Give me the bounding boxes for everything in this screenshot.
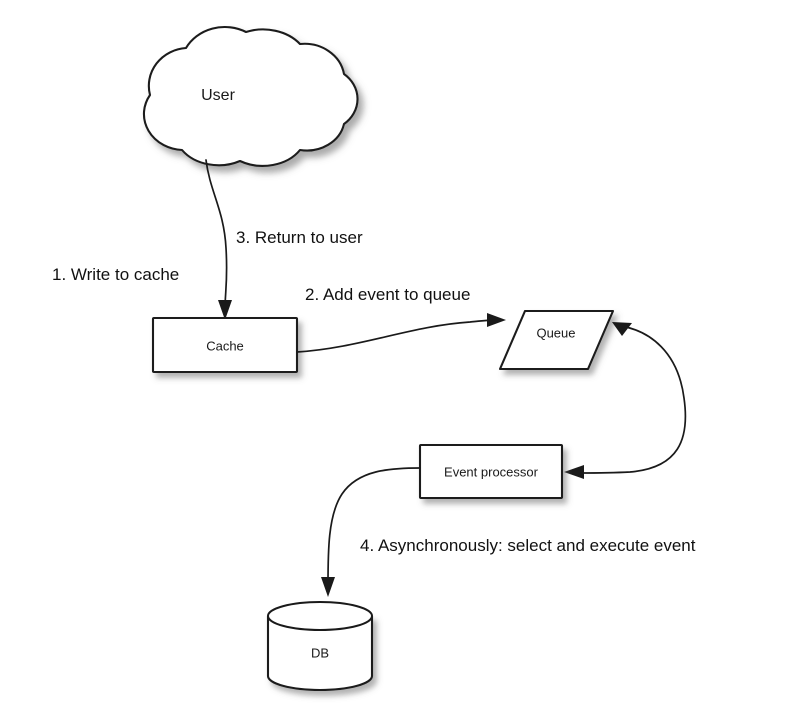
edge-cache-to-queue[interactable] [296, 313, 506, 353]
edge-label-step-1: 1. Write to cache [52, 265, 179, 284]
arrowhead-into-db [321, 577, 335, 597]
edge-label-step-4: 4. Asynchronously: select and execute ev… [360, 536, 696, 555]
node-user-label: User [201, 87, 235, 104]
node-db-label: DB [311, 645, 329, 660]
edge-processor-to-db[interactable] [321, 467, 421, 597]
node-user[interactable]: User [142, 25, 359, 167]
node-event-processor-label: Event processor [444, 464, 539, 479]
node-db[interactable]: DB [266, 601, 374, 692]
node-cache-label: Cache [206, 338, 244, 353]
arrowhead-into-cache [218, 300, 232, 320]
node-cache[interactable]: Cache [151, 316, 299, 374]
arrowhead-into-queue [487, 313, 506, 327]
arrowhead-into-event-processor [564, 465, 584, 479]
edge-processor-to-queue[interactable] [564, 322, 687, 479]
edge-label-step-2: 2. Add event to queue [305, 285, 470, 304]
node-queue-label: Queue [536, 325, 575, 340]
node-event-processor[interactable]: Event processor [418, 443, 564, 500]
arrowhead-into-queue-loop [612, 322, 632, 336]
edge-label-step-3: 3. Return to user [236, 228, 363, 247]
node-queue[interactable]: Queue [498, 309, 615, 371]
edge-user-to-cache[interactable] [205, 159, 232, 320]
